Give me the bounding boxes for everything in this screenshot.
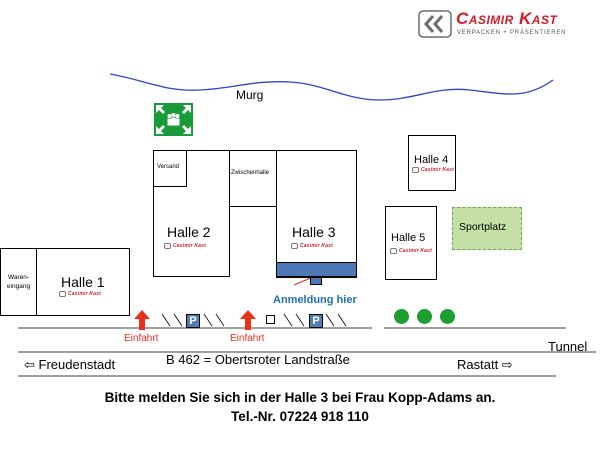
parking-booth	[266, 315, 275, 324]
sportplatz-label: Sportplatz	[459, 221, 507, 233]
halle-5-label: Halle 5	[391, 232, 426, 244]
company-logo: Casimir Kast VERPACKEN + PRÄSENTIEREN	[418, 8, 596, 40]
halle-5-building	[385, 206, 437, 280]
halle-1-label: Halle 1	[61, 274, 105, 290]
tunnel-label: Tunnel	[548, 339, 588, 354]
entrance-arrow-icon	[240, 310, 256, 330]
entrance-arrow-icon	[134, 310, 150, 330]
casimir-kast-logo-icon	[418, 10, 452, 38]
parking-icon: P	[186, 314, 200, 328]
road-name: B 462 = Obertsroter Landstraße	[166, 352, 350, 367]
parking-stripes	[161, 313, 347, 327]
casimir-kast-logo-icon	[164, 243, 171, 249]
instruction-line-2: Tel.-Nr. 07224 918 110	[231, 409, 369, 424]
zwischenhalle-label: Zwischenhalle	[231, 170, 270, 176]
halle-2-logo: Casimir Kast	[164, 243, 206, 249]
logo-tagline: VERPACKEN + PRÄSENTIEREN	[457, 30, 567, 36]
halle-2-label: Halle 2	[167, 224, 211, 240]
halle-3-logo: Casimir Kast	[291, 243, 333, 249]
versand-building	[153, 150, 187, 187]
einfahrt-label-2: Einfahrt	[230, 333, 265, 344]
halle-1-building	[36, 248, 130, 316]
casimir-kast-logo-icon	[59, 291, 66, 297]
halle-4-logo: Casimir Kast	[412, 167, 454, 173]
logo-name: Casimir Kast	[456, 9, 558, 28]
tree-icon	[417, 309, 432, 324]
river-murg	[109, 73, 554, 101]
versand-label: Versand	[157, 164, 180, 170]
halle-4-building	[408, 135, 456, 191]
wareneingang-building	[0, 248, 37, 316]
zwischenhalle-building	[229, 150, 277, 207]
sportplatz-field	[452, 207, 522, 250]
direction-freudenstadt: ⇦ Freudenstadt	[24, 357, 116, 372]
halle-3-entrance-bar	[276, 262, 357, 277]
instruction-line-1: Bitte melden Sie sich in der Halle 3 bei…	[104, 390, 496, 405]
halle-5-logo: Casimir Kast	[390, 248, 432, 254]
parking-icon: P	[309, 314, 323, 328]
river-label: Murg	[236, 88, 264, 102]
casimir-kast-logo-icon	[412, 167, 419, 173]
casimir-kast-logo-icon	[390, 248, 397, 254]
tree-icon	[394, 309, 409, 324]
direction-rastatt: Rastatt ⇨	[457, 357, 513, 372]
anmeldung-door	[310, 277, 322, 285]
casimir-kast-logo-icon	[291, 243, 298, 249]
halle-3-label: Halle 3	[292, 224, 336, 240]
halle-3-building	[276, 150, 357, 278]
halle-1-logo: Casimir Kast	[59, 291, 101, 297]
tree-icon	[440, 309, 455, 324]
einfahrt-label-1: Einfahrt	[124, 333, 159, 344]
anmeldung-label: Anmeldung hier	[273, 294, 357, 306]
wareneingang-label: Waren- eingang	[6, 274, 31, 290]
assembly-point-icon	[154, 103, 193, 136]
halle-4-label: Halle 4	[414, 154, 449, 166]
